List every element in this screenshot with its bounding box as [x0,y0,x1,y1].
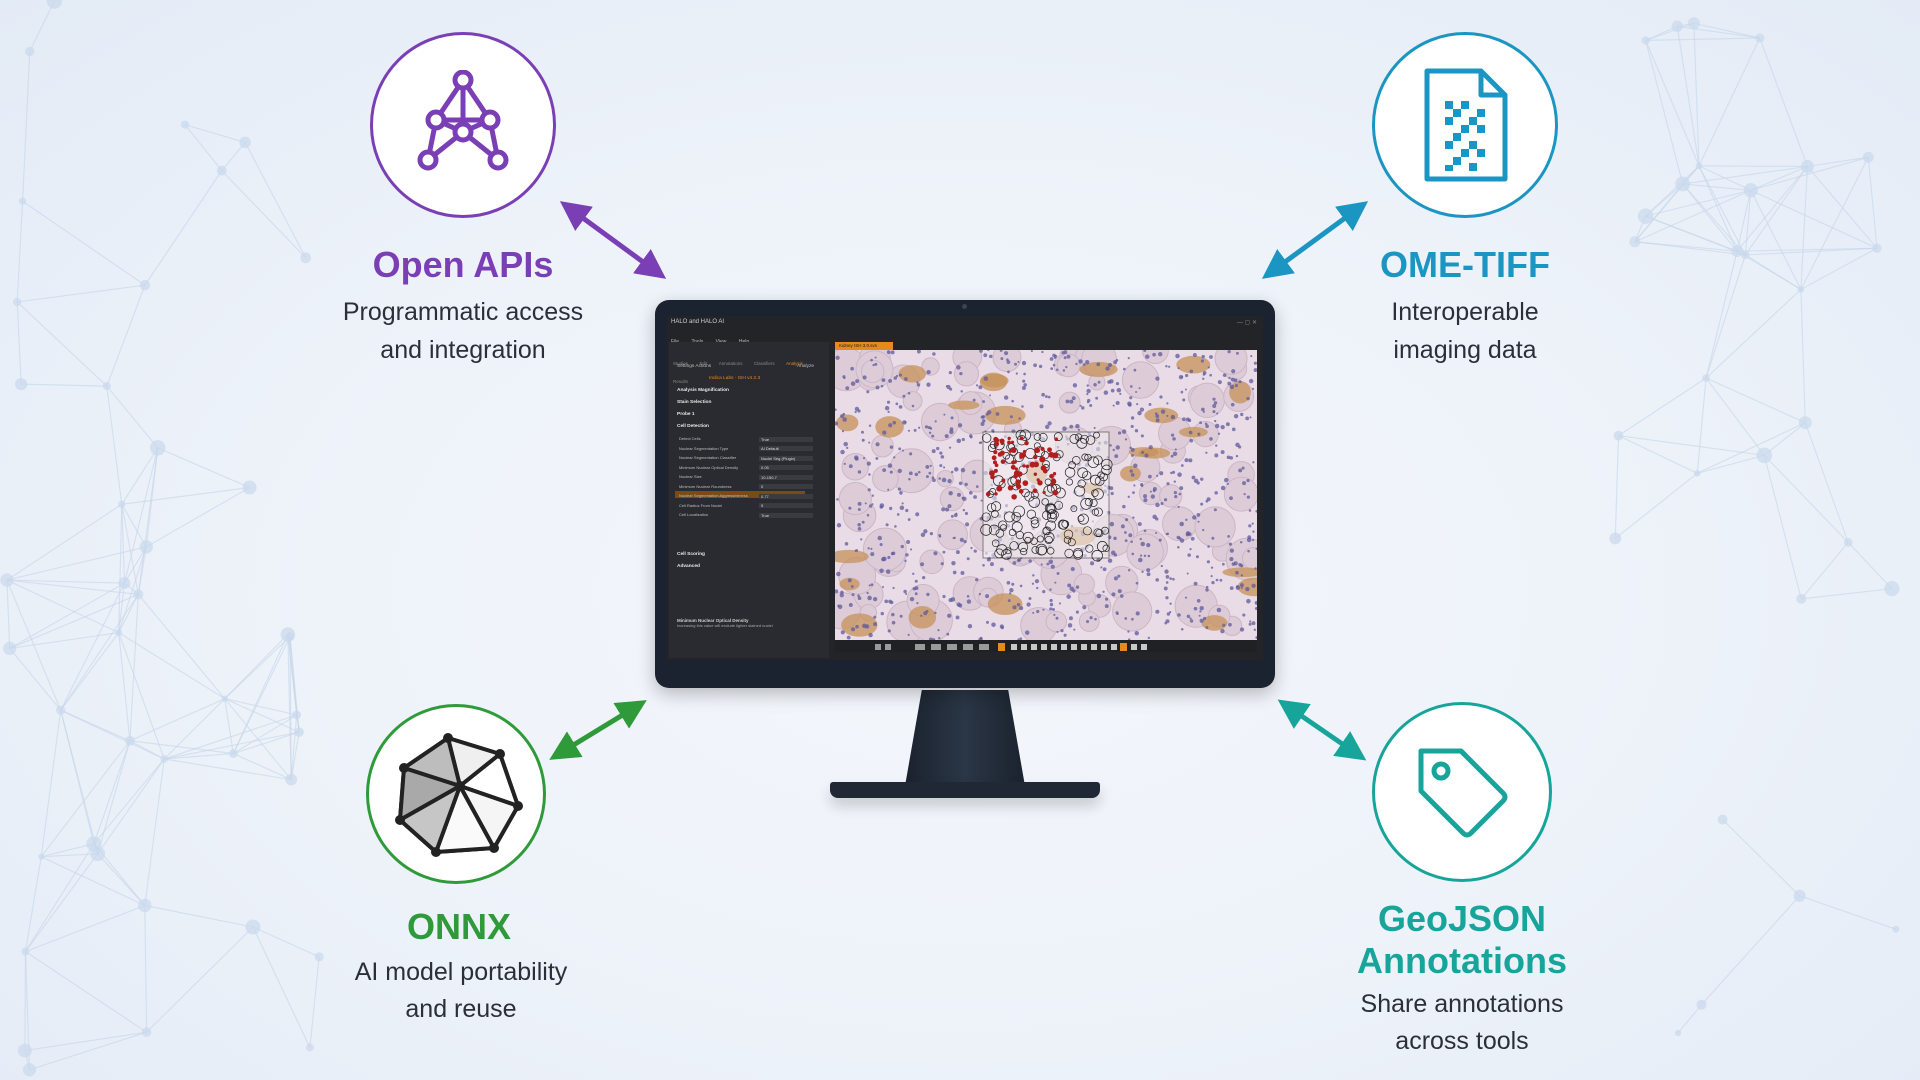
toolbar-icons[interactable] [835,641,1257,653]
ome-tiff-title: OME-TIFF [1380,244,1550,285]
tab-edit[interactable]: Edit [699,361,708,366]
param-label: Nuclear Segmentation Type [679,445,729,451]
section-probe-1[interactable]: Probe 1 [677,412,695,417]
tissue-image-viewer[interactable] [835,350,1257,640]
tab-classifiers[interactable]: Classifiers [753,361,775,366]
tab-analysis[interactable]: Analysis [786,361,803,366]
geojson-title-line1: GeoJSON [1377,898,1547,939]
onnx-desc-line1: AI model portability [354,958,568,986]
param-label: Nuclear Segmentation Aggressiveness [679,493,748,498]
camera-dot [962,304,967,309]
tab-annotations[interactable]: Annotations [718,361,743,366]
param-value-field[interactable]: 5 [759,503,813,508]
param-label: Detect Cells [679,436,701,441]
geojson-circle [1372,702,1552,882]
param-label: Minimum Nuclear Optical Density [679,464,739,470]
open-apis-circle [370,32,556,218]
param-value-field[interactable]: 0.05 [759,465,813,470]
analysis-name: Indica Labs - ISH v4.2.3 [709,376,761,381]
param-label: Nuclear Segmentation Classifier [679,455,737,460]
network-graph-icon [417,70,509,171]
open-apis-desc-line2: and integration [380,336,546,364]
image-tab[interactable]: Kidney ISH 3.0.svs [835,342,893,350]
onnx-circle [366,704,546,884]
monitor-screen: HALO and HALO AI — ▢ ✕ File Tools View H… [667,316,1263,660]
help-text: Increasing this value will exclude light… [677,623,773,628]
window-controls[interactable]: — ▢ ✕ [1236,320,1257,326]
selected-param-highlight [675,491,805,498]
param-value-field[interactable]: 0.77 [759,493,813,499]
polyhedron-icon [395,733,523,857]
app-title: HALO and HALO AI [671,319,725,325]
param-value-field[interactable]: True [759,436,813,442]
tab-studies[interactable]: Studies [673,361,689,366]
param-label: Minimum Nuclear Roundness [679,483,732,489]
param-value-field[interactable]: 0 [759,484,813,489]
ome-tiff-circle [1372,32,1558,218]
geojson-title-line2: Annotations [1357,940,1567,981]
monitor-stand-base [830,782,1100,798]
document-grid-icon [1424,68,1508,182]
tag-icon [1418,748,1508,838]
analyze-button[interactable]: Analyze [797,364,815,369]
ome-tiff-desc-line2: imaging data [1393,336,1537,364]
ome-tiff-desc-line1: Interoperable [1391,298,1539,326]
onnx-desc-line2: and reuse [405,995,517,1023]
section-analysis-magnification[interactable]: Analysis Magnification [677,388,729,393]
section-cell-detection[interactable]: Cell Detection [677,424,709,429]
monitor-stand-neck [905,690,1025,786]
monitor-bezel: HALO and HALO AI — ▢ ✕ File Tools View H… [655,300,1275,688]
open-apis-desc-line1: Programmatic access [342,298,584,326]
onnx-title: ONNX [406,906,511,947]
viewer-toolbar [835,640,1257,652]
section-advanced[interactable]: Advanced [677,564,700,569]
settings-actions[interactable]: Settings Actions [677,364,712,369]
geojson-desc-line1: Share annotations [1360,990,1564,1018]
param-label: Cell Radius From Nuclei [679,502,723,508]
analysis-panel: Studies Edit Annotations Classifiers Ana… [669,342,829,658]
help-box: Minimum Nuclear Optical Density Increasi… [677,618,773,628]
section-stain-selection[interactable]: Stain Selection [677,400,712,405]
geojson-desc-line2: across tools [1395,1027,1529,1055]
param-value-field[interactable]: 10-150.7 [759,474,813,480]
monitor: HALO and HALO AI — ▢ ✕ File Tools View H… [655,300,1275,695]
menu-bar: File Tools View Help [671,330,1261,345]
tab-results[interactable]: Results [673,379,689,384]
section-cell-scoring[interactable]: Cell Scoring [677,552,705,557]
param-value-field[interactable]: Nuclei Seg (Plugin) [759,455,813,461]
open-apis-title: Open APIs [372,244,554,285]
param-label: Nuclear Size [679,474,702,479]
param-label: Cell Localization [679,512,709,517]
panel-tabs: Studies Edit Annotations Classifiers Ana… [673,352,825,384]
help-title: Minimum Nuclear Optical Density [677,618,749,623]
param-value-field[interactable]: True [759,512,813,518]
param-value-field[interactable]: AI Default [759,446,813,451]
